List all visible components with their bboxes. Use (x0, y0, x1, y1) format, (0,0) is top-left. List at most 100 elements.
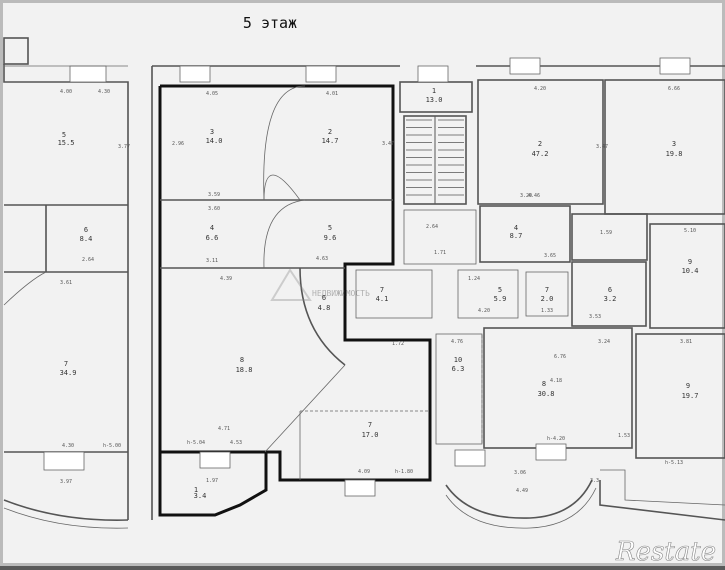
dimension-label: h-5.04 (187, 440, 205, 446)
dimension-label: 1.33 (541, 308, 553, 314)
room-number: 4 (210, 224, 214, 232)
dimension-label: 1.53 (618, 433, 630, 439)
left-wing: 5 15.5 6 8.4 7 34.9 4.00 3.77 2.64 3.61 … (3, 37, 130, 529)
room-area: 30.8 (538, 390, 555, 398)
dimension-label: 1.59 (600, 230, 612, 236)
dimension-label: 4.05 (206, 91, 218, 97)
restate-logo: Restate (615, 537, 717, 568)
right-wing: 2 47.2 3 19.8 4 8.7 7 4.1 5 5.9 7 2.0 6 … (98, 57, 725, 529)
dimension-label: 1.72 (392, 341, 404, 347)
window (43, 451, 85, 471)
dimension-label: 3.81 (680, 339, 692, 345)
dimension-label: 6.66 (668, 86, 680, 92)
dimension-label: 4.63 (316, 256, 328, 262)
stair-steps (406, 116, 464, 204)
dimension-label: 4.39 (220, 276, 232, 282)
dimension-label: 3.24 (598, 339, 610, 345)
room-area: 13.0 (426, 96, 443, 104)
room-number: 1 (194, 486, 198, 494)
dimension-label: 3.11 (206, 258, 218, 264)
dimension-label: 3.47 (382, 141, 394, 147)
dimension-label: 5.10 (684, 228, 696, 234)
room-area: 14.7 (322, 137, 339, 145)
logo-text: Restate (615, 537, 716, 566)
dimension-label: 4.30 (62, 443, 74, 449)
dimension-label: 2.64 (426, 224, 438, 230)
room-number: 9 (688, 258, 692, 266)
room-area: 3.2 (604, 295, 617, 303)
dimension-label: 2.64 (82, 257, 94, 263)
room-number: 7 (380, 286, 384, 294)
dimension-label: h-5.00 (103, 443, 121, 449)
dimension-label: 3.77 (118, 144, 130, 150)
room-number: 2 (328, 128, 332, 136)
room-number: 3 (672, 140, 676, 148)
dimension-label: 2.96 (172, 141, 184, 147)
room-area: 9.6 (324, 234, 337, 242)
dimension-label: h-5.13 (665, 460, 683, 466)
room-number: 5 (498, 286, 502, 294)
room-area: 6.6 (206, 234, 219, 242)
dimension-label: 3.47 (596, 144, 608, 150)
dimension-label: 4.20 (534, 86, 546, 92)
dimension-label: h-4.20 (547, 436, 565, 442)
window (509, 57, 541, 75)
window (659, 57, 691, 75)
room-area: 4.1 (376, 295, 389, 303)
dimension-label: 4.71 (218, 426, 230, 432)
room-number: 7 (368, 421, 372, 429)
watermark-text: НЕДВИЖИМОСТЬ (312, 289, 370, 298)
window (454, 449, 486, 467)
room-area: 18.8 (236, 366, 253, 374)
window (535, 443, 567, 461)
floor-title: 5 этаж (243, 14, 297, 32)
room-area: 8.4 (80, 235, 93, 243)
dimension-label: 4.49 (516, 488, 528, 494)
dimension-label: 4.01 (326, 91, 338, 97)
room-number: 3 (210, 128, 214, 136)
room-number: 10 (454, 356, 462, 364)
dimension-label: 4.46 (528, 193, 540, 199)
dimension-label: 3.97 (60, 479, 72, 485)
dimension-label: 4.53 (230, 440, 242, 446)
room-area: 4.8 (318, 304, 331, 312)
room-area: 34.9 (60, 369, 77, 377)
room-number: 6 (608, 286, 612, 294)
dimension-label: 4.76 (451, 339, 463, 345)
window (305, 65, 337, 83)
room-number: 9 (686, 382, 690, 390)
center-block: 3 14.0 2 14.7 4 6.6 5 9.6 6 4.8 8 18.8 7… (151, 65, 432, 520)
room-number: 4 (514, 224, 518, 232)
dimension-label: 1.71 (434, 250, 446, 256)
window (199, 451, 231, 469)
window (417, 65, 449, 83)
watermark-house-icon (270, 268, 312, 301)
room-number: 8 (542, 380, 546, 388)
dimension-label: 3.06 (514, 470, 526, 476)
window (179, 65, 211, 83)
dimension-label: 6.76 (554, 354, 566, 360)
dimension-label: 3.53 (589, 314, 601, 320)
watermark: НЕДВИЖИМОСТЬ (270, 268, 370, 301)
room-number: 6 (322, 294, 326, 302)
dimension-label: 3.61 (60, 280, 72, 286)
room-area: 2.0 (541, 295, 554, 303)
dimension-label: 4.00 (60, 89, 72, 95)
room-area: 19.7 (682, 392, 699, 400)
dimension-label: 4.30 (98, 89, 110, 95)
room-number: 6 (84, 226, 88, 234)
room-area: 15.5 (58, 139, 75, 147)
dimension-label: 1.24 (468, 276, 480, 282)
dimension-label: 3.65 (544, 253, 556, 259)
room-area: 19.8 (666, 150, 683, 158)
room-number: 1 (432, 87, 436, 95)
room-area: 6.3 (452, 365, 465, 373)
dimension-label: 3.3 (590, 478, 599, 484)
room-number: 7 (545, 286, 549, 294)
room-number: 8 (240, 356, 244, 364)
dimension-label: 3.60 (208, 206, 220, 212)
room-area: 10.4 (682, 267, 699, 275)
room-number: 5 (328, 224, 332, 232)
